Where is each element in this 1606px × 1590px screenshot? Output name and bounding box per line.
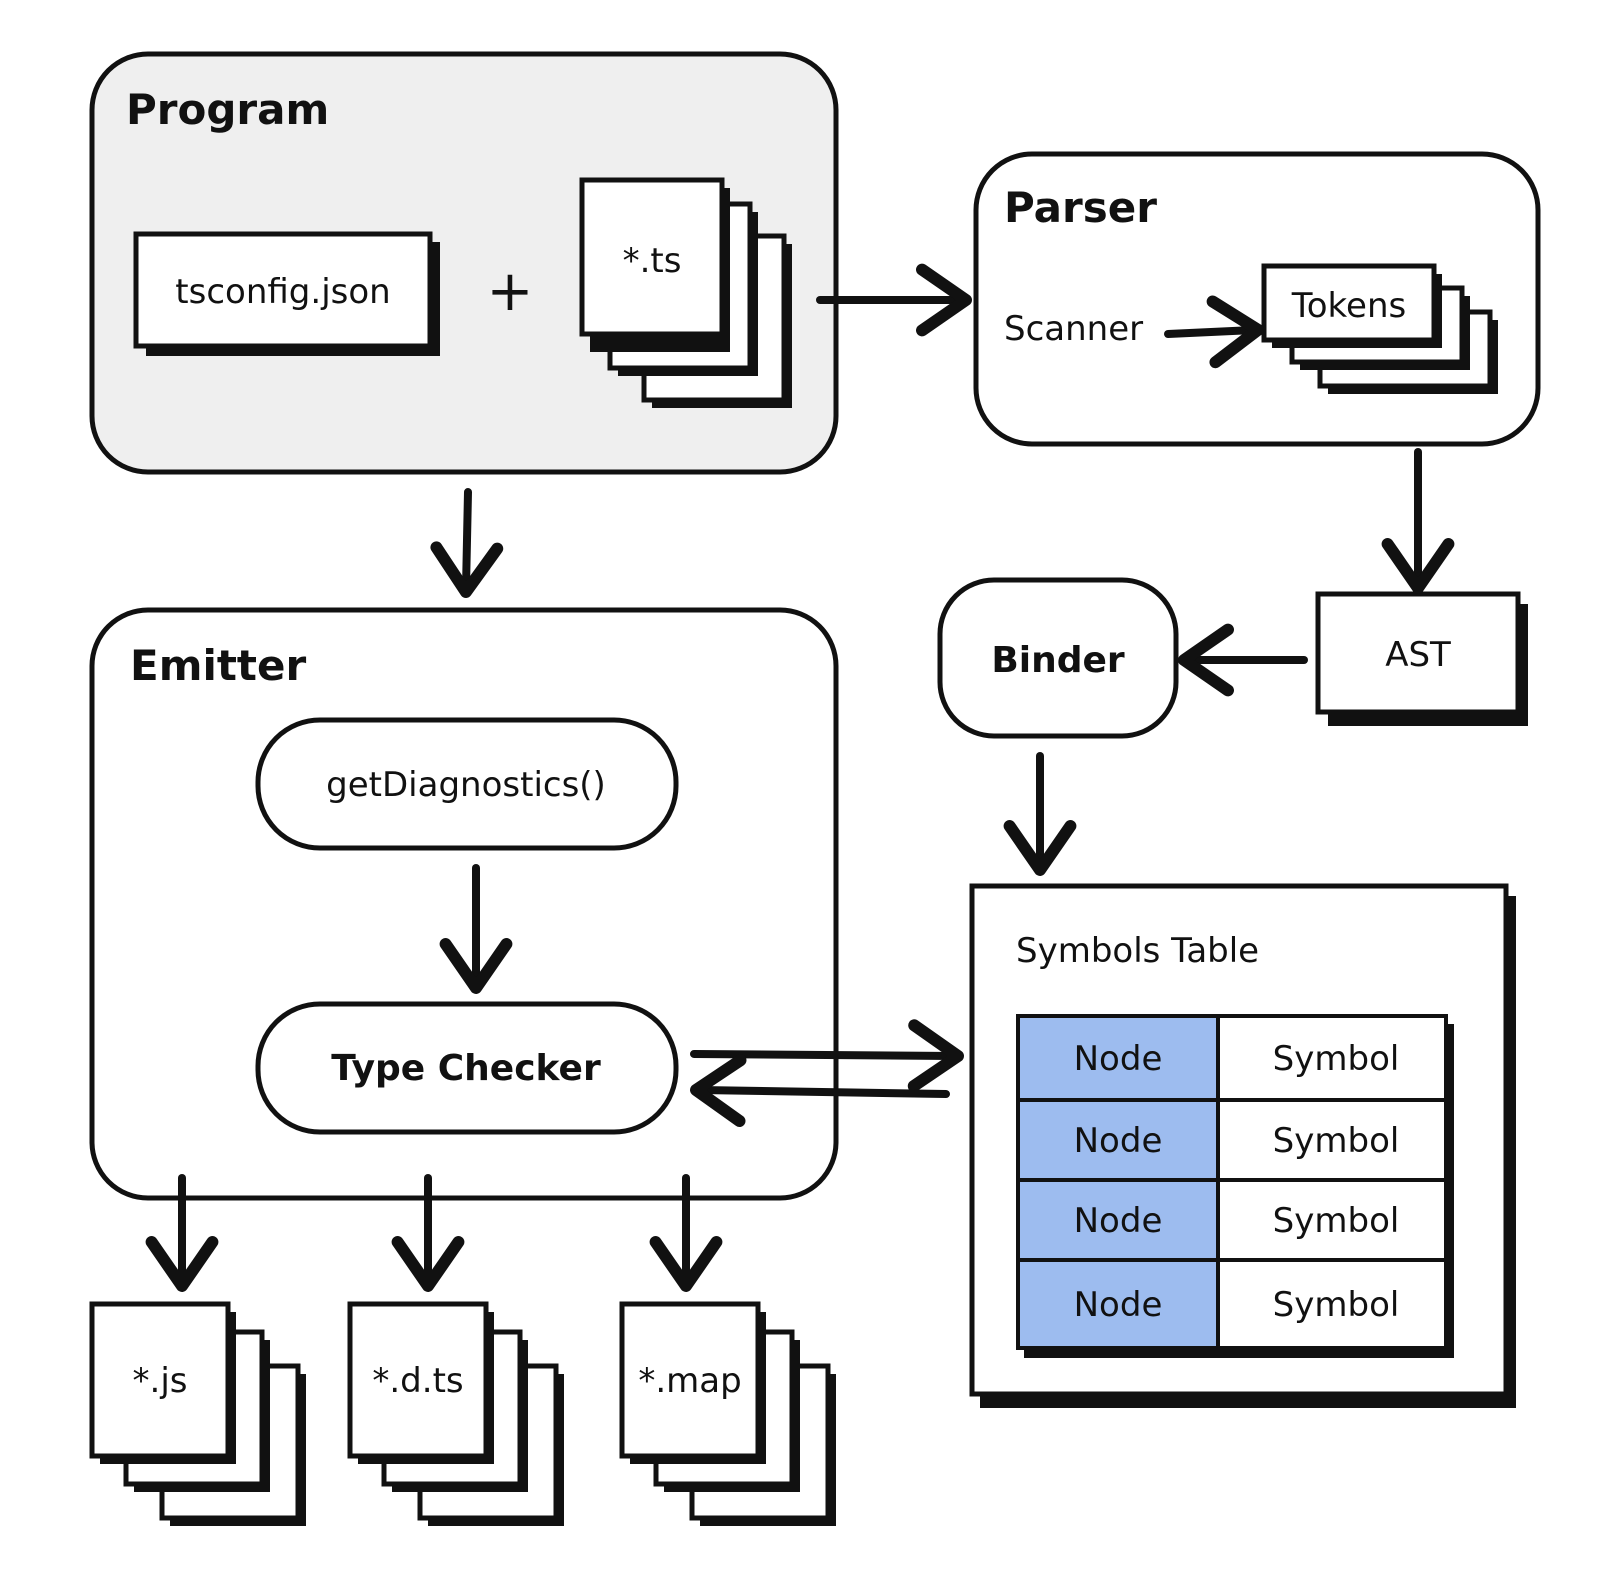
plus-sign: + xyxy=(487,259,534,324)
arrow-program-to-emitter xyxy=(430,488,504,598)
program-container: Program tsconfig.json + *.ts xyxy=(89,51,839,475)
tsconfig-label: tsconfig.json xyxy=(175,272,390,312)
emitter-title: Emitter xyxy=(130,641,306,690)
ts-files-stack: *.ts xyxy=(579,177,792,408)
symbol-cell: Symbol xyxy=(1273,1121,1400,1161)
tokens-stack: Tokens xyxy=(1261,263,1498,394)
tokens-label: Tokens xyxy=(1291,286,1406,326)
node-cell: Node xyxy=(1074,1121,1163,1161)
connectors xyxy=(145,263,1455,1292)
table-row: Node Symbol xyxy=(1016,1014,1448,1102)
program-title: Program xyxy=(126,85,329,134)
table-row: Node Symbol xyxy=(1016,1258,1448,1350)
type-checker-box: Type Checker xyxy=(255,1001,679,1135)
ts-files-label: *.ts xyxy=(623,241,682,281)
get-diagnostics-box: getDiagnostics() xyxy=(255,717,679,851)
js-files-label: *.js xyxy=(133,1361,188,1401)
symbol-cell: Symbol xyxy=(1273,1039,1400,1079)
arrow-checker-to-symbols xyxy=(690,1019,964,1093)
ast-label: AST xyxy=(1385,635,1451,675)
arrow-scanner-to-tokens xyxy=(1164,295,1264,369)
node-cell: Node xyxy=(1074,1039,1163,1079)
scanner-label: Scanner xyxy=(1004,309,1143,349)
ast-box: AST xyxy=(1315,591,1528,726)
dts-files-label: *.d.ts xyxy=(372,1361,463,1401)
js-files-stack: *.js xyxy=(89,1301,306,1526)
tsconfig-box: tsconfig.json xyxy=(133,231,440,356)
symbols-table-title: Symbols Table xyxy=(1016,931,1259,971)
arrow-symbols-to-checker xyxy=(690,1054,950,1128)
parser-container: Parser Scanner Tokens xyxy=(973,151,1541,447)
type-checker-label: Type Checker xyxy=(331,1048,601,1089)
dts-files-stack: *.d.ts xyxy=(347,1301,564,1526)
parser-title: Parser xyxy=(1004,183,1157,232)
binder-box: Binder xyxy=(937,577,1179,739)
node-cell: Node xyxy=(1074,1201,1163,1241)
map-files-stack: *.map xyxy=(619,1301,836,1526)
get-diagnostics-label: getDiagnostics() xyxy=(326,765,606,805)
node-cell: Node xyxy=(1074,1285,1163,1325)
emitter-container: Emitter getDiagnostics() Type Checker xyxy=(89,607,839,1201)
symbol-cell: Symbol xyxy=(1273,1201,1400,1241)
table-row: Node Symbol xyxy=(1016,1178,1448,1262)
symbols-table: Symbols Table Node Symbol Node Symbol No… xyxy=(969,883,1516,1408)
table-row: Node Symbol xyxy=(1016,1098,1448,1182)
binder-label: Binder xyxy=(991,640,1125,681)
symbol-cell: Symbol xyxy=(1273,1285,1400,1325)
map-files-label: *.map xyxy=(638,1361,741,1401)
